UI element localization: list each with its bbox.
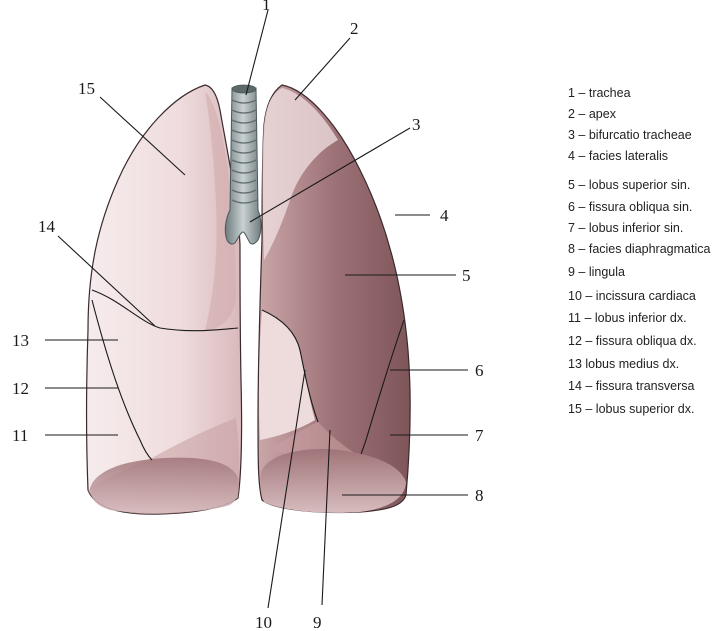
callout-5: 5 — [462, 266, 471, 285]
legend-item-6: 6 – fissura obliqua sin. — [568, 200, 692, 214]
legend-item-15: 15 – lobus superior dx. — [568, 402, 694, 416]
callout-12: 12 — [12, 379, 29, 398]
legend-item-14: 14 – fissura transversa — [568, 379, 694, 393]
callout-10: 10 — [255, 613, 272, 631]
legend-item-2: 2 – apex — [568, 107, 617, 121]
legend-item-9: 9 – lingula — [568, 265, 625, 279]
legend-item-4: 4 – facies lateralis — [568, 149, 668, 163]
legend-item-8: 8 – facies diaphragmatica — [568, 242, 710, 256]
legend-item-13: 13 lobus medius dx. — [568, 357, 679, 371]
legend-item-7: 7 – lobus inferior sin. — [568, 221, 683, 235]
callout-14: 14 — [38, 217, 56, 236]
callout-11: 11 — [12, 426, 28, 445]
callout-13: 13 — [12, 331, 29, 350]
legend-item-3: 3 – bifurcatio tracheae — [568, 128, 692, 142]
right-lung — [87, 85, 242, 514]
trachea — [225, 85, 261, 244]
callout-3: 3 — [412, 115, 421, 134]
left-lung — [258, 85, 410, 513]
callout-1: 1 — [262, 0, 271, 14]
legend-item-10: 10 – incissura cardiaca — [568, 289, 696, 303]
callout-4: 4 — [440, 206, 449, 225]
legend-item-12: 12 – fissura obliqua dx. — [568, 334, 697, 348]
callout-8: 8 — [475, 486, 484, 505]
legend-item-11: 11 – lobus inferior dx. — [568, 311, 687, 325]
callout-15: 15 — [78, 79, 95, 98]
callout-9: 9 — [313, 613, 322, 631]
legend-item-1: 1 – trachea — [568, 86, 631, 100]
legend: 1 – trachea 2 – apex 3 – bifurcatio trac… — [568, 86, 710, 416]
callout-2: 2 — [350, 19, 359, 38]
legend-item-5: 5 – lobus superior sin. — [568, 178, 690, 192]
callout-7: 7 — [475, 426, 484, 445]
callout-6: 6 — [475, 361, 484, 380]
